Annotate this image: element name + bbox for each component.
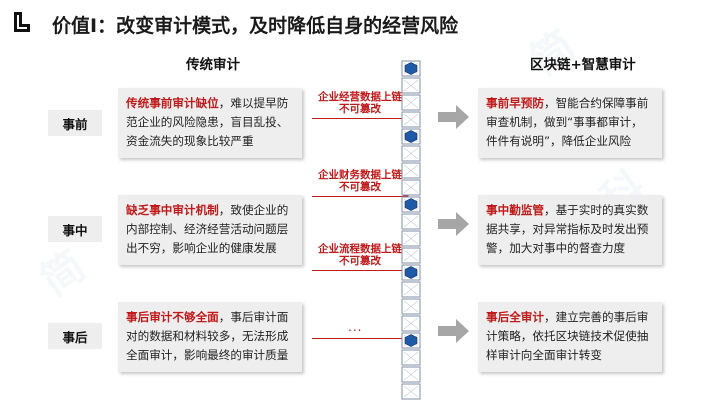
flow-label: 不可篡改	[339, 103, 381, 115]
chain-block	[401, 247, 421, 264]
corner-bracket-logo-icon	[14, 12, 30, 32]
chain-block	[401, 230, 421, 247]
card-highlight: 事后全审计	[486, 310, 544, 324]
card-highlight: 事后审计不够全面	[126, 310, 219, 324]
chain-block	[401, 77, 421, 94]
watermark: 简	[31, 240, 94, 306]
right-arrow-icon	[438, 212, 469, 236]
card-text: ，智能合约保障事前审查机制，做到“事事都审计，件件有说明”，降低企业风险	[486, 96, 649, 148]
flow-ellipsis: ...	[348, 320, 363, 334]
card-text: ，基于实时的真实数据共享，对异常指标及时发出预警，加大对事中的督查力度	[486, 203, 649, 255]
chain-block	[401, 162, 421, 179]
stage-after: 事后	[48, 323, 102, 349]
flow-operating-data: 企业经营数据上链 不可篡改	[312, 91, 409, 121]
traditional-after-card: 事后审计不够全面，事后审计面对的数据和材料较多，无法形成全面审计，影响最终的审计…	[118, 302, 302, 372]
blockchain-cubes-icon	[401, 60, 421, 400]
card-highlight: 传统事前审计缺位	[126, 96, 219, 110]
chain-block	[401, 111, 421, 128]
card-text: ，建立完善的事后审计策略，依托区块链技术促使抽样审计向全面审计转变	[486, 310, 649, 362]
traditional-audit-header: 传统审计	[186, 57, 240, 73]
smart-after-card: 事后全审计，建立完善的事后审计策略，依托区块链技术促使抽样审计向全面审计转变	[478, 302, 662, 372]
flow-arrow-icon	[312, 338, 408, 339]
chain-block	[401, 298, 421, 315]
chain-block	[401, 349, 421, 366]
chain-block	[401, 60, 421, 77]
chain-block	[401, 264, 421, 281]
smart-during-card: 事中勤监管，基于实时的真实数据共享，对异常指标及时发出预警，加大对事中的督查力度	[478, 195, 662, 265]
flow-process-data: 企业流程数据上链 不可篡改	[312, 243, 409, 273]
chain-block	[401, 332, 421, 349]
chain-block	[401, 196, 421, 213]
chain-block	[401, 179, 421, 196]
traditional-before-card: 传统事前审计缺位，难以提早防范企业的风险隐患，盲目乱投、资金流失的现象比较严重	[118, 88, 302, 158]
chain-block	[401, 128, 421, 145]
flow-label: 企业财务数据上链	[318, 169, 402, 181]
card-highlight: 缺乏事中审计机制	[126, 203, 219, 217]
chain-block	[401, 94, 421, 111]
flow-label: 不可篡改	[339, 181, 381, 193]
flow-label: 企业经营数据上链	[318, 91, 402, 103]
chain-block	[401, 145, 421, 162]
stage-before: 事前	[48, 110, 102, 136]
card-text: ，难以提早防范企业的风险隐患，盲目乱投、资金流失的现象比较严重	[126, 96, 289, 148]
flow-financial-data: 企业财务数据上链 不可篡改	[312, 169, 409, 199]
page-title: 价值Ⅰ：改变审计模式，及时降低自身的经营风险	[52, 15, 459, 37]
chain-block	[401, 383, 421, 400]
flow-arrow-icon	[312, 115, 409, 121]
card-text: ，致使企业的内部控制、经济经营活动问题层出不穷，影响企业的健康发展	[126, 203, 289, 255]
flow-arrow-icon	[312, 267, 409, 273]
blockchain-audit-header: 区块链+智慧审计	[530, 57, 636, 73]
stage-during: 事中	[48, 216, 102, 242]
right-arrow-icon	[438, 105, 469, 129]
chain-block	[401, 281, 421, 298]
card-highlight: 事前早预防	[486, 96, 544, 110]
smart-before-card: 事前早预防，智能合约保障事前审查机制，做到“事事都审计，件件有说明”，降低企业风…	[478, 88, 662, 158]
card-highlight: 事中勤监管	[486, 203, 544, 217]
card-text: ，事后审计面对的数据和材料较多，无法形成全面审计，影响最终的审计质量	[126, 310, 289, 362]
watermark: 简	[521, 20, 584, 86]
traditional-during-card: 缺乏事中审计机制，致使企业的内部控制、经济经营活动问题层出不穷，影响企业的健康发…	[118, 195, 302, 265]
flow-label: 企业流程数据上链	[318, 243, 402, 255]
right-arrow-icon	[438, 319, 469, 343]
chain-block	[401, 213, 421, 230]
chain-block	[401, 366, 421, 383]
flow-arrow-icon	[312, 193, 409, 199]
flow-label: 不可篡改	[339, 255, 381, 267]
chain-block	[401, 315, 421, 332]
